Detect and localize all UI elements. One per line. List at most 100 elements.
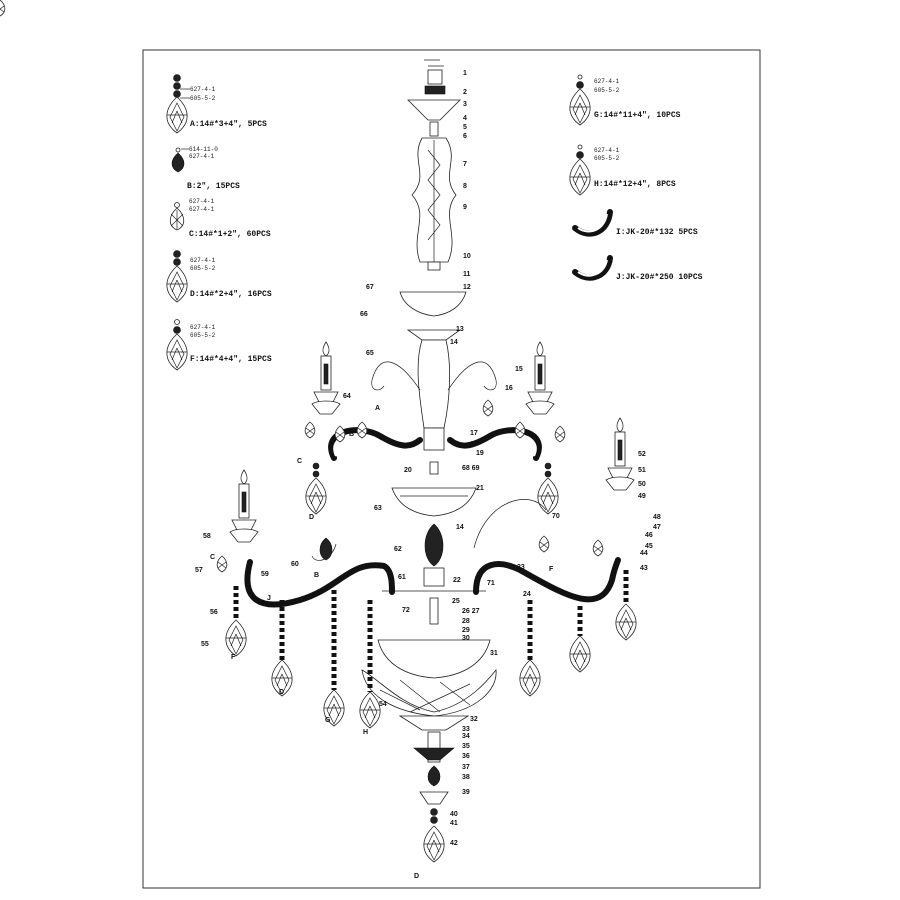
svg-text:55: 55 [201,641,209,648]
svg-text:43: 43 [640,565,648,572]
svg-text:9: 9 [463,204,467,211]
svg-text:65: 65 [366,350,374,357]
svg-text:605-5-2: 605-5-2 [190,332,216,339]
upper-arms [304,341,566,515]
svg-text:A: A [375,405,380,412]
legend-I: I:JK-20#*132 5PCS [572,209,698,237]
svg-text:B: B [349,431,354,438]
svg-text:61: 61 [398,574,406,581]
svg-text:2: 2 [463,89,467,96]
svg-text:D:14#*2+4", 16PCS: D:14#*2+4", 16PCS [190,290,272,299]
svg-text:605-5-2: 605-5-2 [190,95,216,102]
svg-text:24: 24 [523,591,531,598]
svg-text:D: D [279,689,284,696]
svg-text:36: 36 [462,753,470,760]
svg-text:64: 64 [343,393,351,400]
svg-text:627-4-1: 627-4-1 [189,198,215,205]
part-callouts: 1 2 3 4 5 6 7 8 9 10 11 12 67 66 13 14 6… [195,70,661,880]
svg-text:30: 30 [462,635,470,642]
legend-H: 627-4-1 605-5-2 H:14#*12+4", 8PCS [569,144,676,196]
svg-text:F: F [549,566,554,573]
svg-text:627-4-1: 627-4-1 [594,78,620,85]
svg-text:67: 67 [366,284,374,291]
svg-text:F:14#*4+4", 15PCS: F:14#*4+4", 15PCS [190,355,272,364]
svg-text:46: 46 [645,532,653,539]
svg-text:605-5-2: 605-5-2 [190,265,216,272]
svg-text:13: 13 [456,326,464,333]
svg-text:8: 8 [463,183,467,190]
svg-text:26 27: 26 27 [462,608,480,615]
legend-F: 627-4-1 605-5-2 F:14#*4+4", 15PCS [166,319,272,371]
svg-text:H: H [363,729,368,736]
svg-text:31: 31 [490,650,498,657]
svg-text:J: J [267,595,271,602]
legend-C: 627-4-1 627-4-1 C:14#*1+2", 60PCS [0,0,271,239]
svg-text:35: 35 [462,743,470,750]
svg-text:627-4-1: 627-4-1 [190,257,216,264]
svg-text:3: 3 [463,101,467,108]
svg-text:11: 11 [463,271,471,278]
svg-text:12: 12 [463,284,471,291]
svg-text:C: C [210,554,215,561]
svg-text:627-4-1: 627-4-1 [189,153,215,160]
svg-text:59: 59 [261,571,269,578]
svg-text:15: 15 [515,366,523,373]
svg-text:37: 37 [462,764,470,771]
svg-text:5: 5 [463,124,467,131]
svg-text:62: 62 [394,546,402,553]
legend-A: 627-4-1 605-5-2 A:14#*3+4", 5PCS [166,74,267,134]
svg-text:40: 40 [450,811,458,818]
svg-text:45: 45 [645,543,653,550]
bead-chains [225,570,637,729]
svg-text:51: 51 [638,467,646,474]
legend-J: J:JK-20#*250 10PCS [572,255,703,282]
svg-text:49: 49 [638,493,646,500]
svg-text:47: 47 [653,524,661,531]
svg-text:57: 57 [195,567,203,574]
svg-text:42: 42 [450,840,458,847]
svg-text:33: 33 [462,726,470,733]
svg-text:B: B [314,572,319,579]
svg-text:58: 58 [203,533,211,540]
svg-text:I:JK-20#*132 5PCS: I:JK-20#*132 5PCS [616,228,698,237]
svg-text:J:JK-20#*250 10PCS: J:JK-20#*250 10PCS [616,273,703,282]
svg-text:25: 25 [452,598,460,605]
svg-text:29: 29 [462,627,470,634]
svg-text:56: 56 [210,609,218,616]
svg-text:17: 17 [470,430,478,437]
svg-text:71: 71 [487,580,495,587]
svg-text:68 69: 68 69 [462,465,480,472]
svg-text:6: 6 [463,133,467,140]
svg-text:7: 7 [463,161,467,168]
svg-text:16: 16 [505,385,513,392]
svg-text:63: 63 [374,505,382,512]
svg-text:G: G [325,717,331,724]
svg-text:614-11-0: 614-11-0 [189,146,218,153]
svg-text:32: 32 [470,716,478,723]
svg-text:22: 22 [453,577,461,584]
svg-text:627-4-1: 627-4-1 [594,147,620,154]
sheet-border [142,49,761,889]
svg-text:52: 52 [638,451,646,458]
svg-text:21: 21 [476,485,484,492]
legend-B: 614-11-0 627-4-1 B:2", 15PCS [171,146,240,191]
svg-text:66: 66 [360,311,368,318]
svg-text:H:14#*12+4", 8PCS: H:14#*12+4", 8PCS [594,180,676,189]
svg-text:605-5-2: 605-5-2 [594,87,620,94]
legend-D: 627-4-1 605-5-2 D:14#*2+4", 16PCS [166,250,272,303]
lower-arms [216,417,637,729]
svg-text:D: D [309,514,314,521]
svg-text:70: 70 [552,513,560,520]
svg-text:B:2", 15PCS: B:2", 15PCS [187,182,240,191]
central-column [361,59,497,863]
svg-text:D: D [414,873,419,880]
svg-text:72: 72 [402,607,410,614]
svg-text:627-4-1: 627-4-1 [189,206,215,213]
svg-text:39: 39 [462,789,470,796]
svg-text:14: 14 [456,524,464,531]
svg-text:F: F [231,654,236,661]
svg-text:627-4-1: 627-4-1 [190,324,216,331]
svg-text:50: 50 [638,481,646,488]
svg-text:54: 54 [379,701,387,708]
